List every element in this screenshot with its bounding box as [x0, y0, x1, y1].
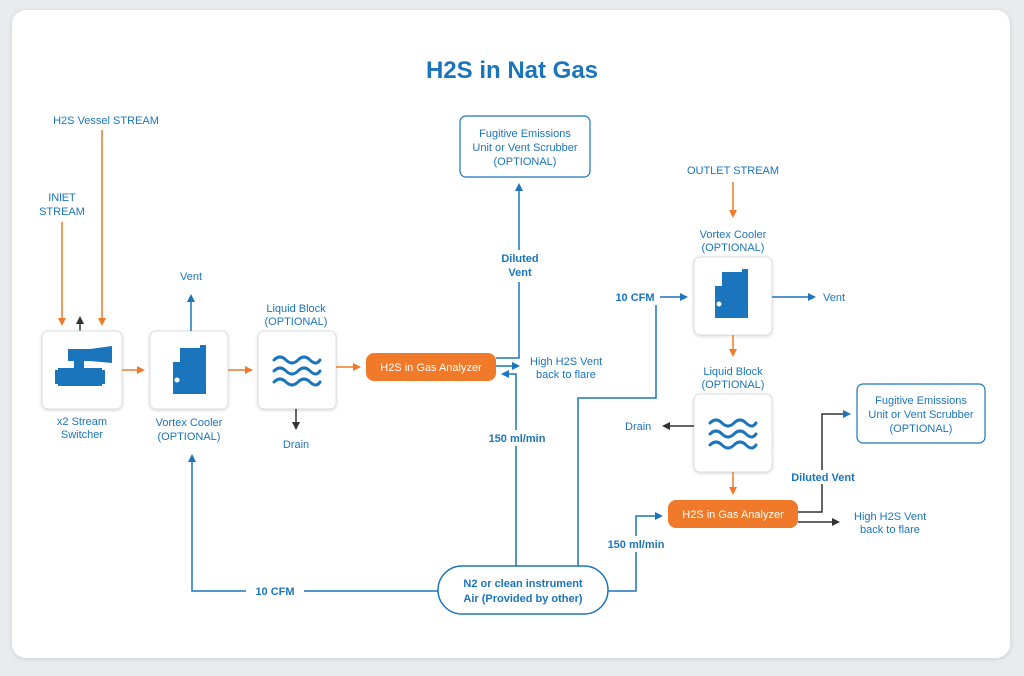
right-analyzer-box[interactable] — [668, 500, 798, 528]
liquid-block-label-2: (OPTIONAL) — [265, 316, 328, 328]
right-cooler-icon — [715, 269, 748, 318]
right-diluted-vent-line — [798, 410, 851, 513]
right-vent-label: Vent — [823, 292, 845, 304]
left-flow-ml-label: 150 ml/min — [489, 433, 546, 445]
vessel-stream-label: H2S Vessel STREAM — [53, 115, 159, 127]
left-fugitive-box[interactable] — [459, 115, 591, 178]
right-fugitive-label-3: (OPTIONAL) — [890, 423, 953, 435]
inlet-stream-label: INlET — [48, 192, 76, 204]
right-high-vent-label-2: back to flare — [860, 524, 920, 536]
right-air-flow-line — [577, 293, 688, 566]
right-liquid-block-label: Liquid Block — [703, 366, 763, 378]
page-title: H2S in Nat Gas — [426, 57, 598, 84]
left-fugitive-label-2: Unit or Vent Scrubber — [472, 142, 578, 154]
valve-icon — [55, 346, 112, 386]
right-liquid-block-label-2: (OPTIONAL) — [702, 379, 765, 391]
right-flow-ml-label: 150 ml/min — [608, 539, 665, 551]
right-fugitive-label-2: Unit or Vent Scrubber — [868, 409, 974, 421]
left-fugitive-label-3: (OPTIONAL) — [494, 156, 557, 168]
liquid-block-label: Liquid Block — [266, 303, 326, 315]
right-sample-flow-line — [608, 512, 663, 592]
left-diluted-vent-label-2: Vent — [508, 267, 532, 279]
supply-label-2: Air (Provided by other) — [463, 593, 583, 605]
left-analyzer-label: H2S in Gas Analyzer — [380, 362, 482, 374]
cooler-label-2: (OPTIONAL) — [158, 431, 221, 443]
right-cooler-label-2: (OPTIONAL) — [702, 242, 765, 254]
right-analyzer-label: H2S in Gas Analyzer — [682, 509, 784, 521]
waves-icon — [272, 355, 322, 387]
supply-air-box[interactable] — [437, 565, 609, 615]
right-fugitive-label: Fugitive Emissions — [875, 395, 967, 407]
outlet-stream-label: OUTLET STREAM — [687, 165, 779, 177]
left-air-flow-line — [188, 454, 438, 592]
supply-label: N2 or clean instrument — [463, 578, 583, 590]
right-waves-icon — [708, 418, 758, 450]
right-drain-label: Drain — [625, 421, 651, 433]
left-analyzer-box[interactable] — [366, 353, 496, 381]
left-vent-label: Vent — [180, 271, 202, 283]
left-flow-cfm-label: 10 CFM — [255, 586, 294, 598]
cooler-label: Vortex Cooler — [156, 417, 223, 429]
right-diluted-vent-label: Diluted Vent — [791, 472, 855, 484]
left-sample-flow-line — [501, 370, 517, 566]
left-drain-label: Drain — [283, 439, 309, 451]
inlet-stream-label-2: STREAM — [39, 206, 85, 218]
cooler-icon — [173, 345, 206, 394]
left-high-vent-label: High H2S Vent — [530, 356, 602, 368]
right-cooler-label: Vortex Cooler — [700, 229, 767, 241]
left-high-vent-label-2: back to flare — [536, 369, 596, 381]
left-diluted-vent-label: Diluted — [501, 253, 538, 265]
left-fugitive-label: Fugitive Emissions — [479, 128, 571, 140]
switcher-label-2: Switcher — [61, 429, 104, 441]
right-flow-cfm-label: 10 CFM — [615, 292, 654, 304]
right-high-vent-label: High H2S Vent — [854, 511, 926, 523]
left-diluted-vent-line — [496, 183, 523, 359]
right-fugitive-box[interactable] — [856, 383, 986, 444]
switcher-label: x2 Stream — [57, 416, 107, 428]
